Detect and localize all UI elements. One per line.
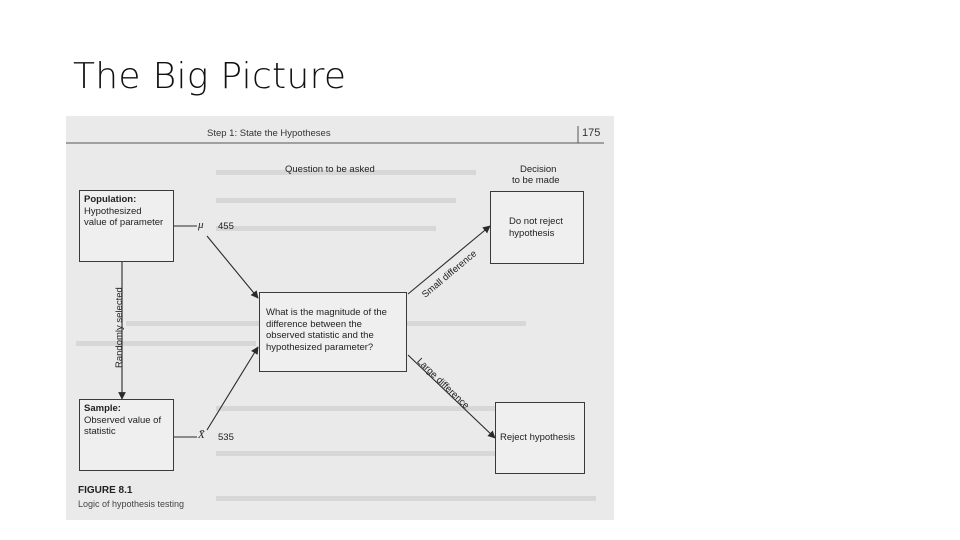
- do-not-reject-line1: Do not reject: [509, 216, 563, 227]
- faint-text-line: [216, 406, 516, 411]
- figure-caption: Logic of hypothesis testing: [78, 499, 185, 509]
- diagram-lines: [66, 126, 604, 439]
- x-bar-symbol: X̄: [198, 429, 205, 441]
- reject-label: Reject hypothesis: [500, 432, 575, 443]
- faint-text-line: [216, 496, 596, 501]
- figure-number: FIGURE 8.1: [78, 485, 133, 496]
- faint-text-line: [216, 451, 546, 456]
- do-not-reject-box: Do not reject hypothesis: [490, 191, 584, 264]
- question-heading: Question to be asked: [285, 164, 375, 175]
- page-number: 175: [582, 127, 601, 139]
- decision-heading-line1: Decision: [520, 164, 557, 175]
- sample-to-question-arrow: [206, 346, 259, 431]
- question-line4: hypothesized parameter?: [266, 341, 374, 353]
- faint-text-line: [216, 226, 436, 231]
- sample-text-line3: statistic: [84, 426, 116, 437]
- slide-title: The Big Picture: [73, 56, 347, 97]
- randomly-selected-label: Randomly selected: [114, 287, 125, 368]
- faint-text-line: [216, 198, 456, 203]
- sample-text-line2: Observed value of: [84, 414, 162, 426]
- population-box: Population: Hypothesized value of parame…: [79, 190, 174, 262]
- population-label: Population:: [84, 194, 137, 205]
- faint-text-line: [216, 170, 476, 175]
- textbook-figure-scan: Step 1: State the Hypotheses 175 Questio…: [66, 116, 614, 520]
- faint-text-line: [76, 341, 256, 346]
- small-difference-arrow: [407, 225, 491, 295]
- mu-symbol: μ: [198, 219, 204, 231]
- do-not-reject-line2: hypothesis: [509, 227, 555, 239]
- sample-value: 535: [218, 432, 234, 443]
- large-difference-arrow: [407, 354, 496, 439]
- question-box: What is the magnitude of the difference …: [259, 292, 407, 372]
- sample-box: Sample: Observed value of statistic: [79, 399, 174, 471]
- question-line3: observed statistic and the: [266, 330, 374, 341]
- reject-box: Reject hypothesis: [495, 402, 585, 474]
- decision-heading-line2: to be made: [512, 175, 560, 186]
- sample-label: Sample:: [84, 403, 121, 414]
- question-line1: What is the magnitude of the: [266, 307, 387, 318]
- population-value: 455: [218, 221, 234, 232]
- population-to-question-arrow: [206, 235, 259, 299]
- population-text-line3: value of parameter: [84, 217, 164, 228]
- population-text-line2: Hypothesized: [84, 205, 142, 217]
- page-header: Step 1: State the Hypotheses: [207, 128, 331, 139]
- question-line2: difference between the: [266, 318, 362, 330]
